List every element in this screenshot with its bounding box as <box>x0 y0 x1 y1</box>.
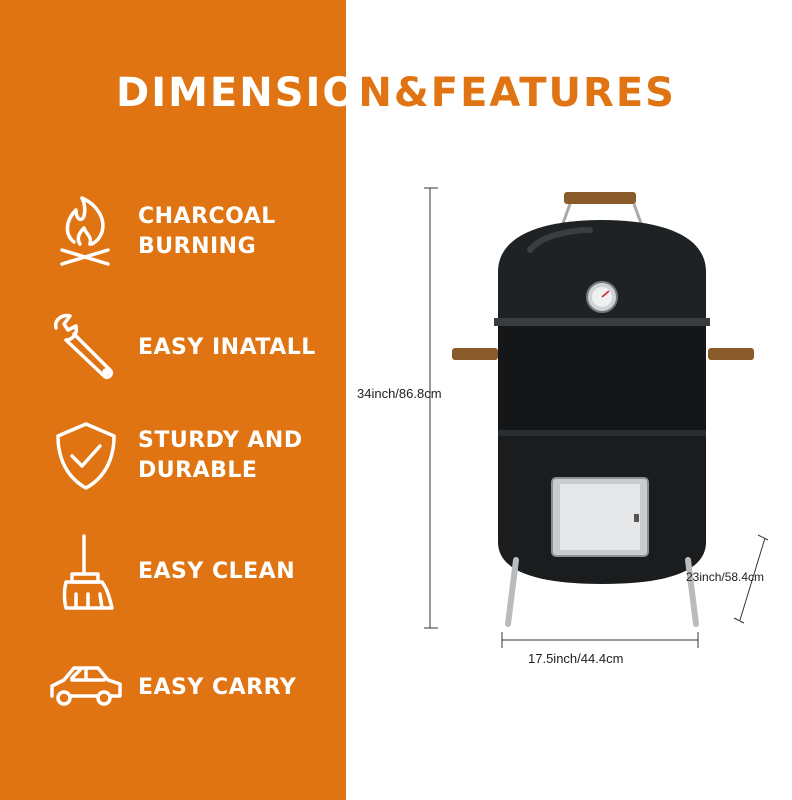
smoker-grill-image <box>424 187 769 648</box>
feature-label: EASY CARRY <box>138 675 297 700</box>
width-dimension-label: 17.5inch/44.4cm <box>528 651 624 666</box>
broom-icon <box>62 534 114 610</box>
feature-label: EASY INATALL <box>138 335 316 360</box>
height-dimension-label: 34inch/86.8cm <box>357 386 442 401</box>
wrench-icon <box>53 313 114 380</box>
orange-panel <box>0 0 346 800</box>
car-icon <box>50 666 122 706</box>
shield-check-icon <box>56 422 116 490</box>
feature-easy-clean: EASY CLEAN <box>46 532 336 612</box>
flame-icon <box>60 196 110 266</box>
feature-label: EASY CLEAN <box>138 559 296 584</box>
feature-easy-install: EASY INATALL <box>46 308 336 388</box>
depth-dimension-label: 23inch/58.4cm <box>686 570 765 584</box>
page-title: DIMENSION&FEATURES <box>116 70 676 116</box>
feature-easy-carry: EASY CARRY <box>46 648 336 728</box>
